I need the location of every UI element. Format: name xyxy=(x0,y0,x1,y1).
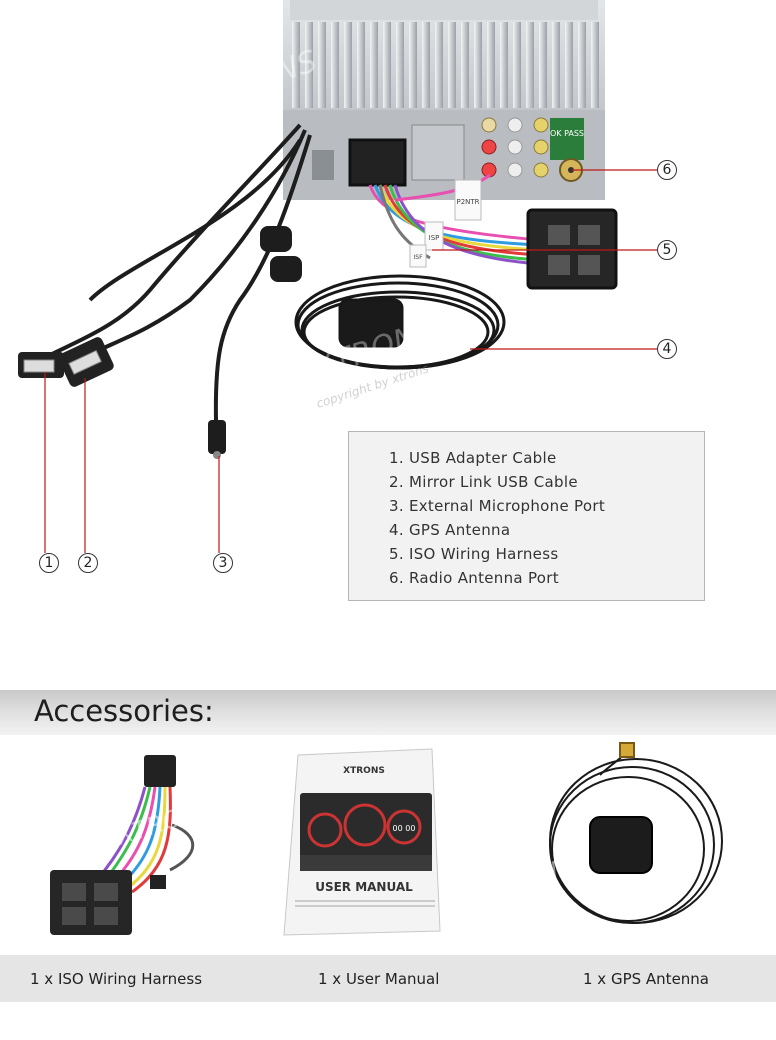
heatsink-fin xyxy=(591,22,599,108)
accessories-caption-bar: 1 x ISO Wiring Harness 1 x User Manual 1… xyxy=(0,955,776,1002)
plug-label-p2: P2NTR xyxy=(456,198,479,206)
microphone-jack xyxy=(208,420,226,459)
legend-item: 1. USB Adapter Cable xyxy=(389,449,557,467)
legend-item: 4. GPS Antenna xyxy=(389,521,511,539)
rca-ports xyxy=(481,117,549,178)
heatsink-fin xyxy=(357,22,365,108)
legend-item: 5. ISO Wiring Harness xyxy=(389,545,559,563)
parts-legend-list: 1. USB Adapter Cable 2. Mirror Link USB … xyxy=(389,446,605,590)
manual-brand: XTRONS xyxy=(343,766,385,776)
heatsink-fin xyxy=(422,22,430,108)
caption-gps-antenna: 1 x GPS Antenna xyxy=(583,970,709,988)
manual-title: USER MANUAL xyxy=(315,880,413,894)
heatsink-fin xyxy=(513,22,521,108)
callout-2: 2 xyxy=(78,553,98,573)
callout-lines xyxy=(44,169,657,553)
usb-cables xyxy=(49,123,312,421)
heatsink-fin xyxy=(539,22,547,108)
mirror-link-usb-plug xyxy=(58,337,114,387)
heatsink-fin xyxy=(487,22,495,108)
accessories-title: Accessories: xyxy=(34,694,214,728)
heatsink-fin xyxy=(305,22,313,108)
callout-4: 4 xyxy=(657,339,677,359)
heatsink-fin xyxy=(552,22,560,108)
callout-1: 1 xyxy=(39,553,59,573)
parts-legend: 1. USB Adapter Cable 2. Mirror Link USB … xyxy=(348,431,705,601)
heatsink-fin xyxy=(370,22,378,108)
plug-label-isp: ISP xyxy=(429,234,440,242)
gps-antenna xyxy=(294,274,506,370)
heatsink-fin xyxy=(292,22,300,108)
iso-harness-photo xyxy=(50,755,195,935)
heatsink-fin xyxy=(474,22,482,108)
caption-user-manual: 1 x User Manual xyxy=(318,970,440,988)
legend-item: 2. Mirror Link USB Cable xyxy=(389,473,578,491)
heatsink-fin xyxy=(448,22,456,108)
heatsink-fin xyxy=(461,22,469,108)
product-rear-photo: OK PASS P2NTR ISP ISF xyxy=(18,0,657,553)
heatsink-fin xyxy=(526,22,534,108)
legend-item: 6. Radio Antenna Port xyxy=(389,569,559,587)
callout-6: 6 xyxy=(657,160,677,180)
legend-item: 3. External Microphone Port xyxy=(389,497,605,515)
gps-antenna-photo xyxy=(549,742,723,924)
pass-sticker-text: OK PASS xyxy=(550,129,584,138)
heatsink-fin xyxy=(500,22,508,108)
heatsink-fin xyxy=(435,22,443,108)
heatsink-fin xyxy=(344,22,352,108)
heatsink-fin xyxy=(565,22,573,108)
user-manual-photo: XTRONS 00 00 USER MANUAL xyxy=(283,748,441,936)
heatsink-fin xyxy=(409,22,417,108)
pass-sticker xyxy=(550,118,584,160)
callout-3: 3 xyxy=(213,553,233,573)
heatsink-fin xyxy=(331,22,339,108)
heatsink-fin xyxy=(383,22,391,108)
heatsink-fin xyxy=(578,22,586,108)
iso-wiring-harness: P2NTR ISP ISF xyxy=(348,138,618,290)
usb-adapter-plug xyxy=(18,352,64,378)
accessories-photos: XTRONS 00 00 USER MANUAL XTRONS XTRONS xyxy=(50,742,723,936)
caption-iso-harness: 1 x ISO Wiring Harness xyxy=(30,970,203,988)
head-unit-chassis: OK PASS xyxy=(283,0,605,200)
callout-5: 5 xyxy=(657,240,677,260)
manual-clock: 00 00 xyxy=(393,824,416,833)
heatsink-fin xyxy=(318,22,326,108)
heatsink-fin xyxy=(396,22,404,108)
accessories-banner: Accessories: xyxy=(0,690,776,735)
plug-label-isf: ISF xyxy=(413,254,423,261)
